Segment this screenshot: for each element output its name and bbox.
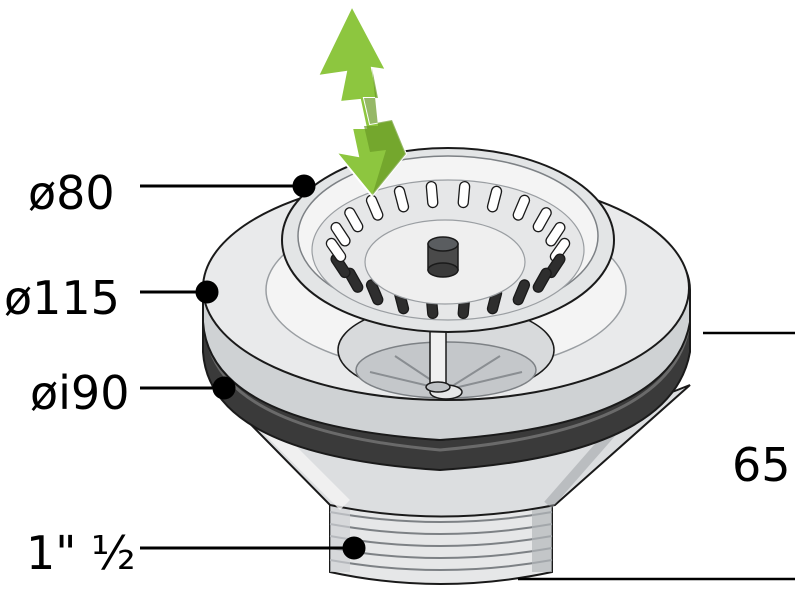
basket-slot [532, 267, 552, 293]
basket-slot [425, 180, 439, 209]
up-down-arrow-icon [316, 3, 408, 198]
inner-diameter-90-label: øi90 [30, 366, 130, 420]
basket-slot [457, 180, 471, 209]
basket-slot [486, 185, 503, 213]
basket-slot [393, 185, 410, 213]
basket-slot [545, 221, 566, 247]
diameter-115-label: ø115 [4, 271, 120, 325]
thread-size-label: 1" ½ [26, 526, 136, 580]
basket-slot [344, 207, 364, 233]
height-65-label: 65 [732, 438, 791, 492]
callout-dot-icon [195, 280, 219, 304]
basket-slot [325, 237, 347, 263]
basket-slot [512, 279, 531, 306]
basket-slot [512, 194, 531, 221]
callout-dot-icon [212, 376, 236, 400]
basket-slot [365, 194, 384, 221]
basket-stem [425, 314, 451, 393]
diameter-80-label: ø80 [28, 166, 115, 220]
basket-slot [330, 221, 351, 247]
strainer-basket [281, 147, 615, 333]
callout-leaders [140, 174, 366, 560]
callout-dot-icon [342, 536, 366, 560]
thread-outlet [329, 499, 553, 585]
basket-slot [365, 279, 384, 306]
height-dimension [518, 331, 795, 581]
basket-slot [532, 207, 552, 233]
callout-dot-icon [292, 174, 316, 198]
